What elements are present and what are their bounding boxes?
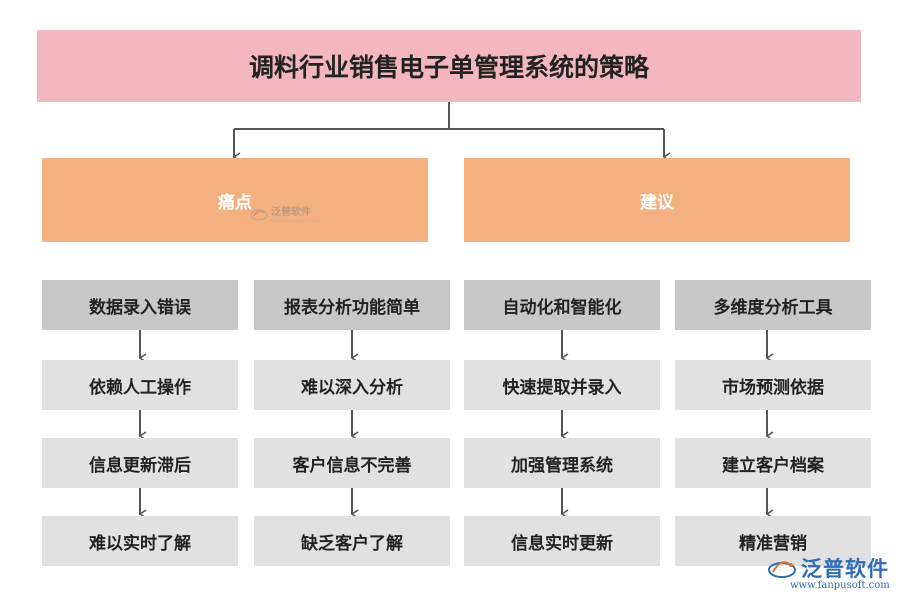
pain-data-entry-error: 数据录入错误 xyxy=(42,280,238,330)
pain-no-realtime: 难以实时了解 xyxy=(42,516,238,566)
category-suggestions: 建议 xyxy=(464,158,850,242)
pain-lack-customer-knowledge: 缺乏客户了解 xyxy=(254,516,450,566)
suggest-realtime-update: 信息实时更新 xyxy=(464,516,660,566)
brand-url: www.fanpusoft.com xyxy=(790,580,890,591)
diagram-title: 调料行业销售电子单管理系统的策略 xyxy=(37,30,861,102)
pain-simple-report: 报表分析功能简单 xyxy=(254,280,450,330)
suggest-market-forecast: 市场预测依据 xyxy=(675,360,871,410)
pain-manual-dependence: 依赖人工操作 xyxy=(42,360,238,410)
pain-incomplete-customer-info: 客户信息不完善 xyxy=(254,438,450,488)
brand-logo-icon xyxy=(768,561,796,578)
suggest-fast-entry: 快速提取并录入 xyxy=(464,360,660,410)
suggest-automation: 自动化和智能化 xyxy=(464,280,660,330)
brand-name: 泛普软件 xyxy=(801,557,889,581)
suggest-precision-marketing: 精准营销 xyxy=(675,516,871,566)
suggest-strengthen-management: 加强管理系统 xyxy=(464,438,660,488)
suggest-customer-archive: 建立客户档案 xyxy=(675,438,871,488)
watermark: 泛普软件 www.fanpusoft.com xyxy=(250,203,320,224)
suggest-multidim-analysis: 多维度分析工具 xyxy=(675,280,871,330)
pain-shallow-analysis: 难以深入分析 xyxy=(254,360,450,410)
pain-info-update-lag: 信息更新滞后 xyxy=(42,438,238,488)
brand-logo: 泛普软件 xyxy=(767,553,889,583)
watermark-logo-icon xyxy=(250,208,268,221)
category-pain-points: 痛点 xyxy=(42,158,428,242)
